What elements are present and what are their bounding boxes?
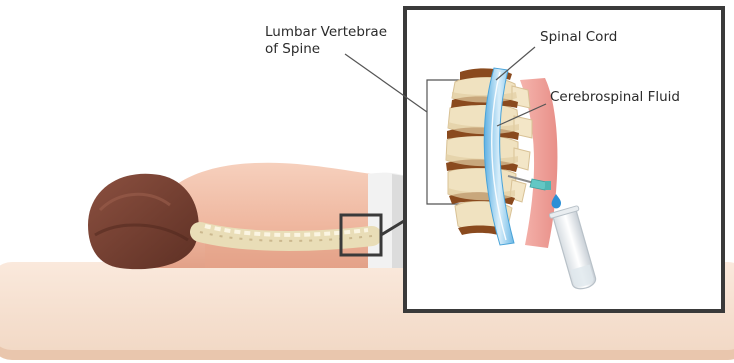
label-spinal-cord: Spinal Cord [540,29,617,46]
label-cerebrospinal-fluid: Cerebrospinal Fluid [550,89,680,106]
label-lumbar-vertebrae-line1: Lumbar Vertebrae [265,24,387,41]
patient-head [88,174,199,269]
label-lumbar-vertebrae-line2: of Spine [265,41,320,58]
